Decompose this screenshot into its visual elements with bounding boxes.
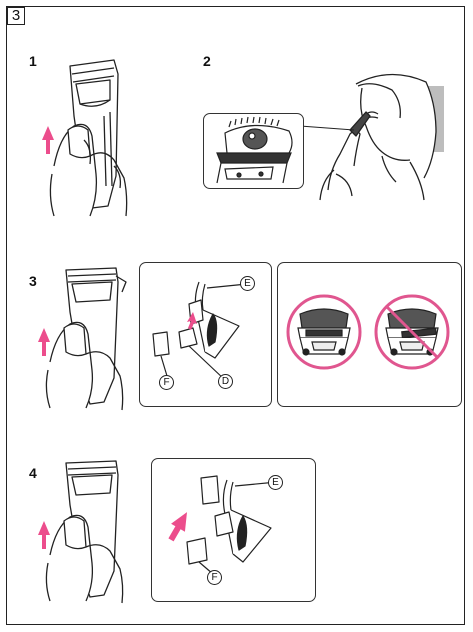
step-2-label: 2 bbox=[203, 53, 211, 69]
callout-e-step4: E bbox=[268, 475, 283, 490]
section-number: 3 bbox=[7, 7, 25, 25]
eyelash-closeup-illustration bbox=[203, 113, 304, 189]
curler-in-hand-illustration-4 bbox=[30, 455, 140, 605]
callout-f-step4: F bbox=[207, 570, 222, 585]
woman-using-curler-illustration bbox=[300, 70, 450, 220]
callout-e-step3: E bbox=[240, 276, 255, 291]
curler-in-hand-illustration-3 bbox=[30, 262, 140, 412]
correct-pad-position-illustration bbox=[284, 292, 364, 372]
curler-in-hand-illustration-1 bbox=[30, 56, 150, 221]
incorrect-pad-position-illustration bbox=[372, 292, 452, 372]
pad-installation-illustration bbox=[151, 458, 316, 602]
callout-f-step3: F bbox=[159, 375, 174, 390]
callout-d-step3: D bbox=[218, 374, 233, 389]
